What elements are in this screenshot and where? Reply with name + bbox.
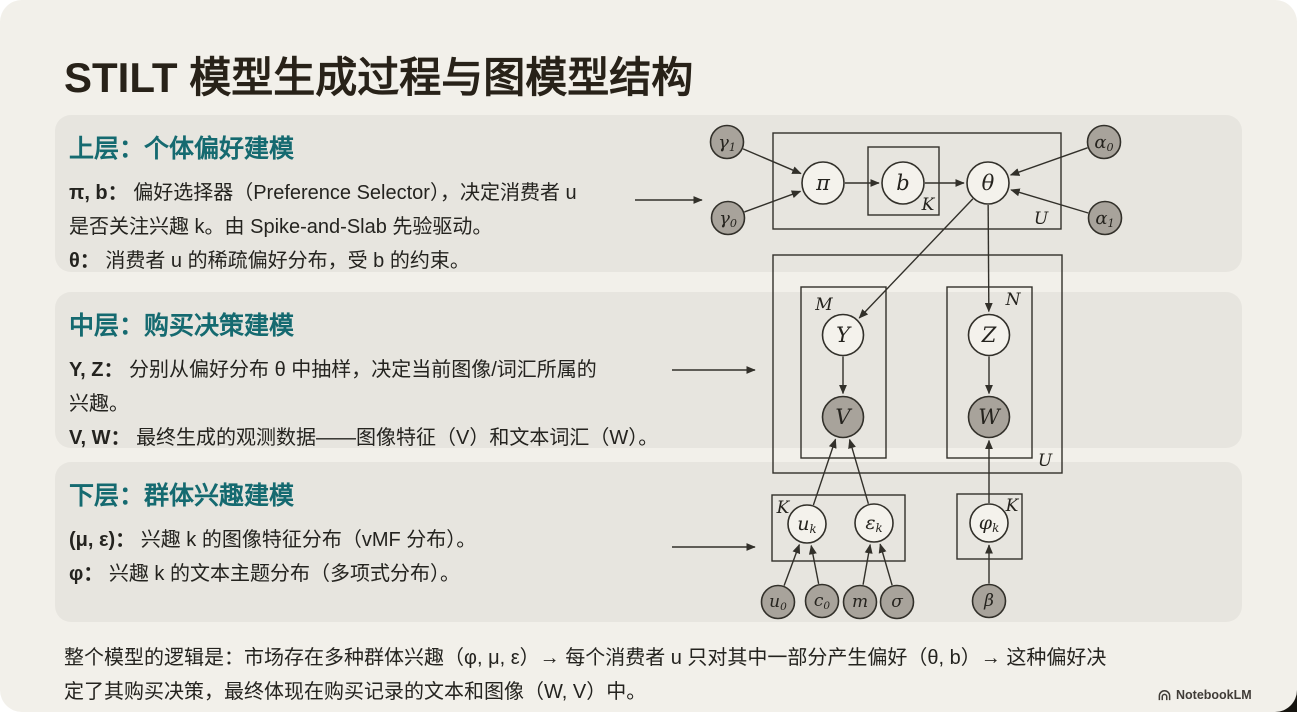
watermark: NotebookLM: [1157, 688, 1252, 702]
section-body-line: V, W： 最终生成的观测数据——图像特征（V）和文本词汇（W）。: [69, 427, 659, 449]
notebooklm-logo-icon: [1158, 690, 1171, 701]
section-upper-body: π, b： 偏好选择器（Preference Selector），决定消费者 u…: [69, 176, 1242, 278]
watermark-label: NotebookLM: [1176, 688, 1252, 702]
section-middle-body: Y, Z： 分别从偏好分布 θ 中抽样，决定当前图像/词汇所属的兴趣。 V, W：…: [69, 353, 1242, 455]
section-body-line: 兴趣。: [69, 393, 129, 415]
section-body-line: π, b： 偏好选择器（Preference Selector），决定消费者 u: [69, 182, 577, 204]
section-middle-heading: 中层：购买决策建模: [69, 312, 295, 340]
footer-line-2: 定了其购买决策，最终体现在购买记录的文本和图像（W, V）中。: [64, 681, 647, 703]
section-upper-heading: 上层：个体偏好建模: [69, 135, 295, 163]
page-title: STILT 模型生成过程与图模型结构: [64, 54, 694, 101]
section-body-line: 是否关注兴趣 k。由 Spike-and-Slab 先验驱动。: [69, 216, 493, 238]
section-lower-heading: 下层：群体兴趣建模: [69, 482, 295, 510]
section-body-line: θ： 消费者 u 的稀疏偏好分布，受 b 的约束。: [69, 250, 470, 272]
section-body-line: φ： 兴趣 k 的文本主题分布（多项式分布）。: [69, 563, 460, 585]
section-upper-layer: 上层：个体偏好建模 π, b： 偏好选择器（Preference Selecto…: [55, 115, 1242, 272]
footer-line-1: 整个模型的逻辑是：市场存在多种群体兴趣（φ, μ, ε）→ 每个消费者 u 只对…: [64, 647, 1107, 669]
section-lower-layer: 下层：群体兴趣建模 (μ, ε)： 兴趣 k 的图像特征分布（vMF 分布）。 φ…: [55, 462, 1242, 622]
section-lower-body: (μ, ε)： 兴趣 k 的图像特征分布（vMF 分布）。 φ： 兴趣 k 的文本…: [69, 523, 1242, 591]
section-middle-layer: 中层：购买决策建模 Y, Z： 分别从偏好分布 θ 中抽样，决定当前图像/词汇所…: [55, 292, 1242, 449]
footer-summary: 整个模型的逻辑是：市场存在多种群体兴趣（φ, μ, ε）→ 每个消费者 u 只对…: [64, 641, 1106, 709]
section-body-line: (μ, ε)： 兴趣 k 的图像特征分布（vMF 分布）。: [69, 529, 477, 551]
section-body-line: Y, Z： 分别从偏好分布 θ 中抽样，决定当前图像/词汇所属的: [69, 359, 597, 381]
